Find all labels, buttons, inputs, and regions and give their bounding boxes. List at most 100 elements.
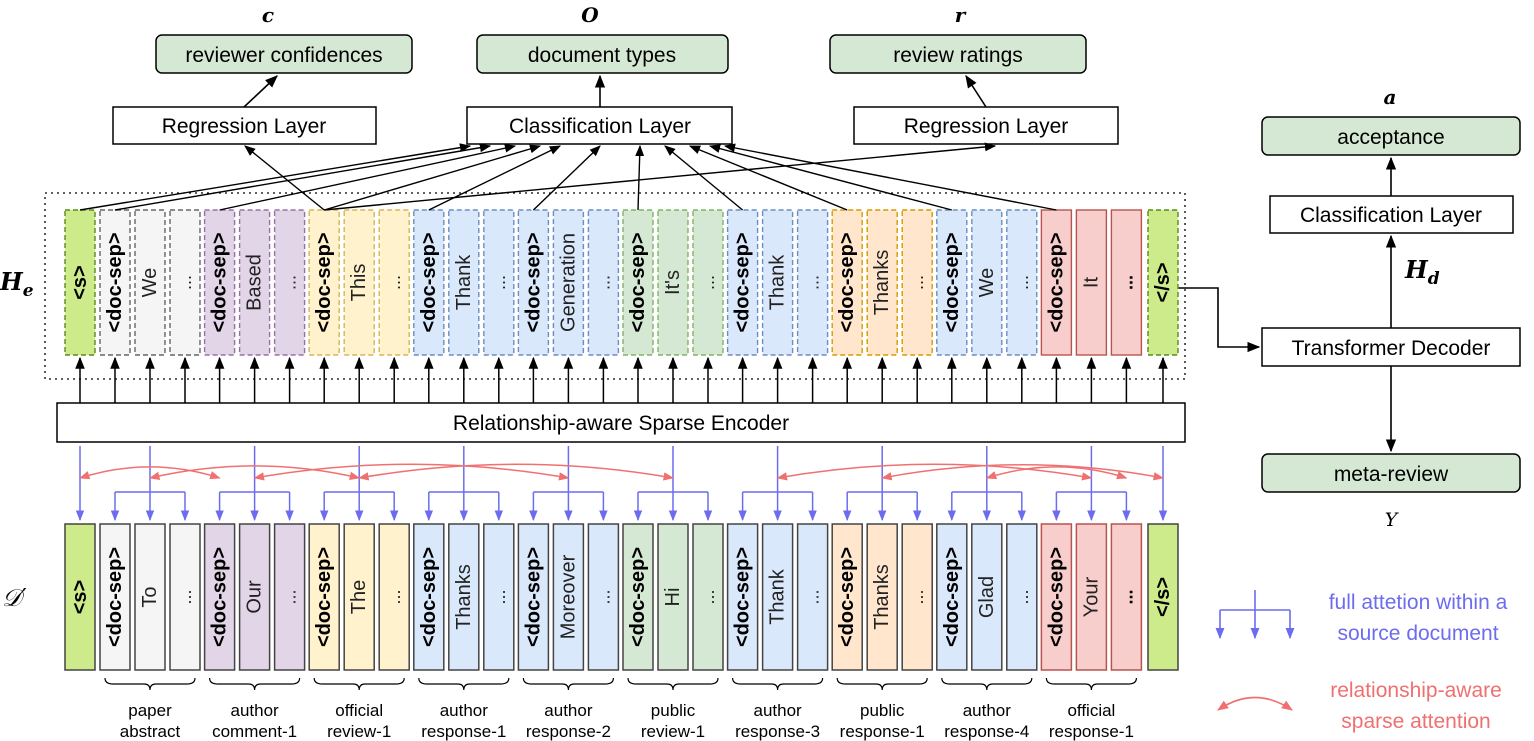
- dprime-token-text-8: The: [348, 580, 370, 614]
- dprime-token-text-18: ...: [698, 589, 718, 604]
- class-arrow-1: [114, 143, 492, 211]
- dprime-token-text-1: <doc-sep>: [104, 547, 126, 647]
- dprime-token-29: Your: [1075, 523, 1108, 671]
- he-token-21: ...: [796, 209, 829, 356]
- dprime-token-31: </s>: [1147, 523, 1179, 671]
- he-token-16: <doc-sep>: [622, 209, 654, 356]
- he-token-text-25: <doc-sep>: [941, 232, 963, 332]
- dprime-token-12: ...: [483, 523, 515, 671]
- group-label-line2-8: response-4: [944, 722, 1029, 741]
- reviewer-confidences-label: reviewer confidences: [185, 44, 382, 67]
- dprime-token-10: <doc-sep>: [413, 523, 445, 671]
- dprime-token-text-20: Thank: [767, 568, 789, 625]
- class-arrow-4: [428, 145, 562, 211]
- group-label-line2-4: response-2: [526, 722, 611, 741]
- group-brace-7: [836, 677, 928, 691]
- legend-sparse-line1: relationship-aware: [1330, 679, 1502, 702]
- dprime-token-text-2: To: [139, 586, 161, 607]
- dprime-token-text-19: <doc-sep>: [732, 547, 754, 647]
- class-arrow-9: [708, 144, 952, 211]
- he-token-text-31: </s>: [1152, 262, 1174, 302]
- dprime-token-text-9: ...: [384, 589, 404, 604]
- dprime-token-17: Hi: [657, 523, 689, 671]
- regression-layer-right: Regression Layer: [853, 106, 1119, 145]
- dprime-token-text-14: Moreover: [557, 554, 579, 639]
- group-brace-0: [104, 677, 196, 691]
- document-groups: paperabstractauthorcomment-1officialrevi…: [104, 677, 1137, 741]
- regression-layer-left-label: Regression Layer: [162, 115, 327, 138]
- group-label-line2-9: response-1: [1049, 722, 1134, 741]
- group-brace-6: [732, 677, 824, 691]
- class-arrow-10: [723, 143, 1057, 211]
- group-label-line2-0: abstract: [120, 722, 181, 741]
- he-token-9: ...: [378, 209, 410, 356]
- he-token-4: <doc-sep>: [203, 209, 236, 356]
- he-token-text-11: Thank: [453, 254, 475, 311]
- he-token-text-0: <s>: [69, 265, 91, 299]
- group-label-line1-8: author: [963, 701, 1012, 720]
- class-arrow-3: [324, 144, 542, 211]
- dprime-token-text-27: ...: [1012, 589, 1032, 604]
- dprime-token-text-24: ...: [907, 589, 927, 604]
- legend-sparse-line2: sparse attention: [1341, 710, 1490, 733]
- group-label-line1-9: official: [1067, 701, 1115, 720]
- sparse-encoder: Relationship-aware Sparse Encoder: [56, 402, 1186, 443]
- dprime-token-text-6: ...: [280, 589, 300, 604]
- dprime-token-9: ...: [378, 523, 410, 671]
- he-token-text-3: ...: [175, 275, 195, 290]
- document-types-label: document types: [528, 44, 676, 67]
- dprime-token-0: <s>: [64, 523, 96, 671]
- dprime-token-text-10: <doc-sep>: [418, 547, 440, 647]
- he-token-1: <doc-sep>: [99, 209, 131, 356]
- dprime-token-text-13: <doc-sep>: [522, 547, 544, 647]
- dprime-token-4: <doc-sep>: [203, 523, 236, 671]
- he-token-27: ...: [1006, 209, 1038, 356]
- he-token-text-7: <doc-sep>: [313, 232, 335, 332]
- classification-layer-label: Classification Layer: [509, 115, 691, 138]
- y-symbol: Y: [1385, 509, 1400, 531]
- dprime-token-2: To: [134, 523, 166, 671]
- group-label-line1-7: public: [860, 701, 905, 720]
- class-arrow-8: [688, 145, 848, 211]
- he-token-text-12: ...: [489, 275, 509, 290]
- he-token-text-19: <doc-sep>: [732, 232, 754, 332]
- he-token-29: It: [1075, 209, 1108, 356]
- he-token-17: It's: [657, 209, 689, 356]
- he-token-15: ...: [587, 209, 620, 356]
- group-label-line2-6: response-3: [735, 722, 820, 741]
- he-token-20: Thank: [761, 209, 794, 356]
- he-container: [44, 192, 1186, 380]
- r-symbol: r: [955, 3, 967, 27]
- he-token-text-16: <doc-sep>: [627, 232, 649, 332]
- classification-layer: Classification Layer: [466, 106, 733, 145]
- he-token-text-24: ...: [907, 275, 927, 290]
- dprime-token-8: The: [343, 523, 375, 671]
- regression-layer-right-label: Regression Layer: [904, 115, 1069, 138]
- he-token-6: ...: [273, 209, 306, 356]
- encoder-to-decoder-arrow: [1178, 287, 1261, 353]
- class-arrow-6: [635, 144, 645, 211]
- group-brace-3: [418, 677, 510, 691]
- acceptance-label: acceptance: [1337, 126, 1444, 149]
- regression-left-arrow: [244, 145, 325, 211]
- dprime-token-19: <doc-sep>: [726, 523, 759, 671]
- dprime-token-text-11: Thanks: [453, 564, 475, 630]
- hd-symbol: Hd: [1404, 255, 1440, 289]
- he-token-text-10: <doc-sep>: [418, 232, 440, 332]
- decoder-classification-layer: Classification Layer: [1269, 195, 1514, 234]
- group-label-line1-3: author: [440, 701, 489, 720]
- he-token-10: <doc-sep>: [413, 209, 445, 356]
- d-prime-symbol: 𝒟′: [2, 584, 27, 612]
- dprime-token-text-31: </s>: [1152, 577, 1174, 617]
- he-token-24: ...: [901, 209, 933, 356]
- transformer-decoder-label: Transformer Decoder: [1292, 337, 1491, 360]
- he-symbol: He: [0, 267, 34, 301]
- sparse-encoder-label: Relationship-aware Sparse Encoder: [453, 412, 789, 435]
- dprime-token-1: <doc-sep>: [99, 523, 131, 671]
- regression-left-to-confidences-arrow: [243, 75, 278, 108]
- he-token-text-15: ...: [593, 275, 613, 290]
- group-brace-5: [627, 677, 719, 691]
